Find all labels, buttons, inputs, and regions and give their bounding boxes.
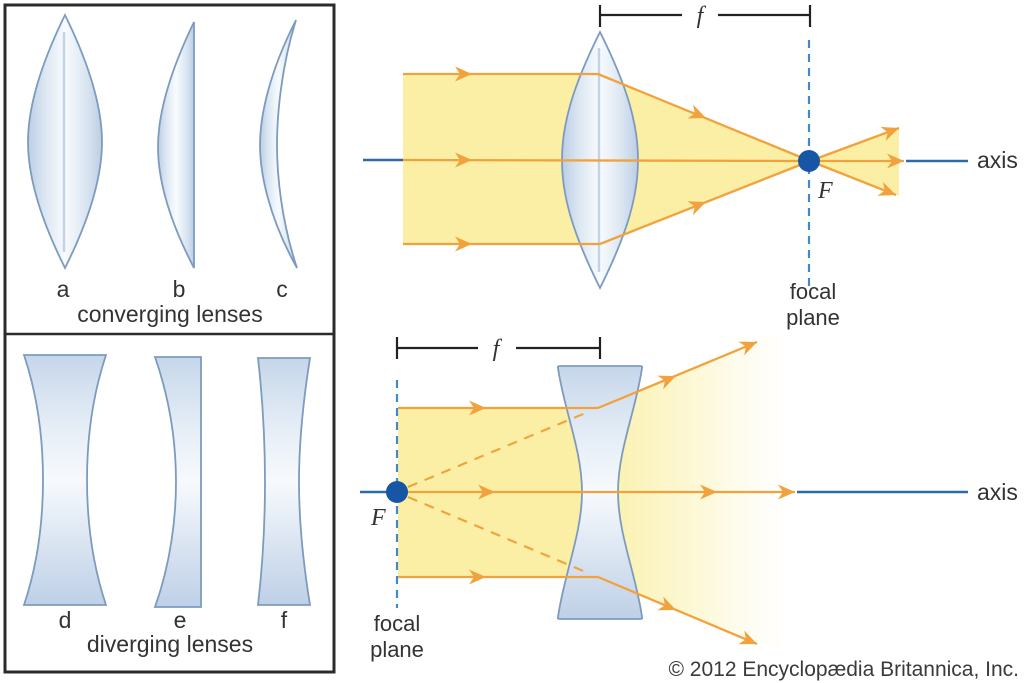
focal-plane-label-line1: focal (374, 611, 420, 636)
copyright-text: © 2012 Encyclopædia Britannica, Inc. (669, 658, 1020, 681)
incident-beam (403, 74, 598, 244)
lens-a-label: a (57, 276, 70, 302)
focal-length-symbol: f (697, 3, 707, 29)
ray-top-diverged (597, 340, 758, 410)
rays (398, 340, 795, 646)
lens-c-converging-meniscus (259, 19, 298, 269)
ray-bottom-diverged (597, 575, 758, 646)
axis-label: axis (977, 147, 1018, 173)
converging-lens-diagram: f axis F foc (363, 3, 1018, 330)
focal-length-bracket (395, 337, 602, 359)
virtual-ray-extensions (407, 411, 589, 574)
virtual-ray-top (407, 411, 589, 488)
lens-d-biconcave (22, 354, 108, 606)
lens-f-diverging-meniscus (256, 357, 312, 606)
converging-beam (598, 74, 810, 244)
lens-c-label: c (276, 276, 288, 302)
lens-e-label: e (174, 607, 187, 633)
focal-length-bracket (598, 5, 812, 27)
focal-length-symbol: f (493, 336, 503, 362)
converging-caption: converging lenses (77, 301, 262, 327)
lens-d-label: d (59, 607, 72, 633)
lens-e-plano-concave (153, 356, 202, 608)
lens-b-label: b (173, 276, 186, 302)
focal-point-symbol: F (370, 505, 386, 531)
focal-plane-label-line2: plane (786, 305, 840, 330)
lens-type-panel: a b c converging lenses d e f diverging … (3, 3, 336, 674)
focal-point-dot (798, 150, 820, 172)
diverging-lens-shapes: d e f diverging lenses (22, 354, 312, 657)
ray-postfocus-up (809, 126, 900, 163)
focal-point-symbol: F (817, 178, 833, 204)
diverging-caption: diverging lenses (87, 631, 253, 657)
lens-b-plano-convex (157, 21, 195, 269)
focal-point-dot (386, 481, 408, 503)
focal-plane-label-line2: plane (370, 637, 424, 662)
ray-postfocus-down (809, 159, 897, 197)
focal-plane-label-line1: focal (790, 279, 836, 304)
converging-lens-shapes: a b c converging lenses (27, 12, 298, 327)
lens-f-label: f (281, 607, 288, 633)
virtual-ray-bottom (407, 496, 589, 574)
axis-label: axis (977, 479, 1018, 505)
diverging-lens-diagram: f axis (360, 329, 1018, 662)
